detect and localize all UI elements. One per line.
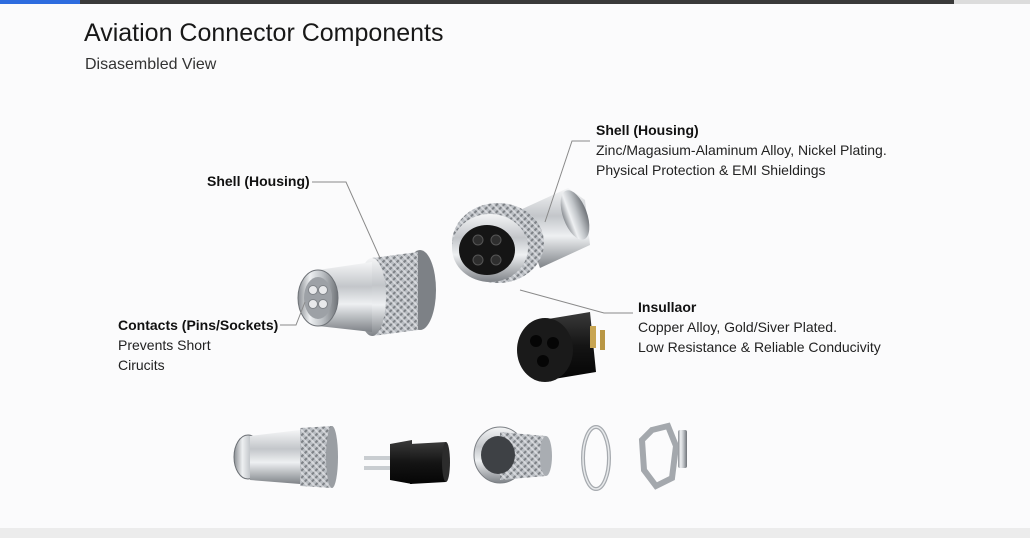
part-insulator-body — [410, 442, 446, 484]
part-insulator-flange — [390, 440, 412, 484]
part-plug-nut-edge — [326, 426, 338, 488]
insulator-face — [517, 318, 573, 382]
part-insulator-pin — [364, 456, 394, 460]
part-plug-body — [250, 430, 300, 484]
parts-row — [233, 422, 687, 491]
part-plug-assembly — [233, 426, 338, 488]
part-insulator-edge — [442, 442, 450, 482]
part-ring-highlight — [582, 426, 610, 490]
leader-insulator — [519, 289, 633, 314]
part-socket-bore — [481, 436, 515, 474]
callout-contacts-line1: Prevents Short — [118, 337, 211, 353]
plug-pin — [318, 299, 328, 309]
page-subtitle: Disasembled View — [85, 56, 217, 73]
part-insulator-pin — [364, 466, 394, 470]
leader-lines — [280, 140, 633, 326]
callout-contacts-heading: Contacts (Pins/Sockets) — [118, 317, 279, 333]
callout-shell-right-heading: Shell (Housing) — [596, 122, 699, 138]
callout-shell-left: Shell (Housing) — [207, 171, 310, 191]
leader-shell-right — [544, 140, 590, 223]
part-insulator-insert — [364, 440, 450, 484]
leader-shell-left — [312, 181, 381, 259]
top-bar-end — [954, 0, 1030, 4]
top-bar-accent — [0, 0, 80, 4]
part-hex-nut-and-pin — [638, 422, 687, 490]
insulator-contact — [590, 326, 596, 348]
callout-insulator-line2: Low Resistance & Reliable Conducivity — [638, 339, 881, 355]
part-plug-nut — [300, 426, 332, 488]
socket-hole — [472, 254, 484, 266]
socket-insulator-face — [459, 225, 515, 275]
callout-shell-right: Shell (Housing) Zinc/Magasium-Alaminum A… — [596, 120, 887, 180]
socket-rear-cap — [560, 190, 590, 240]
plug-connector-left — [297, 250, 436, 336]
insulator-hole — [530, 335, 542, 347]
plug-inner-face — [304, 277, 332, 319]
insulator-hole — [537, 355, 549, 367]
page-title: Aviation Connector Components — [84, 19, 444, 47]
plug-pin — [318, 285, 328, 295]
insulator-contact — [600, 330, 605, 350]
callout-contacts: Contacts (Pins/Sockets) Prevents Short C… — [118, 315, 278, 375]
top-bar — [0, 0, 1030, 4]
callout-insulator: Insullaor Copper Alloy, Gold/Siver Plate… — [638, 297, 881, 357]
part-retaining-ring — [581, 425, 611, 491]
callout-contacts-line2: Cirucits — [118, 357, 165, 373]
insulator-hole — [547, 337, 559, 349]
callout-insulator-line1: Copper Alloy, Gold/Siver Plated. — [638, 319, 837, 335]
plug-pin — [308, 285, 318, 295]
socket-hole — [490, 254, 502, 266]
leader-contacts — [280, 301, 306, 326]
socket-connector-right — [452, 188, 590, 283]
socket-hole — [490, 234, 502, 246]
insulator-insert — [517, 312, 605, 382]
callout-shell-right-line1: Zinc/Magasium-Alaminum Alloy, Nickel Pla… — [596, 142, 887, 158]
part-threaded-socket — [473, 426, 552, 484]
part-pin — [678, 430, 687, 468]
socket-hole — [472, 234, 484, 246]
part-socket-edge — [540, 436, 552, 476]
part-hex-nut — [638, 422, 680, 490]
plug-pin — [308, 299, 318, 309]
bottom-bar — [0, 528, 1030, 538]
callout-shell-right-line2: Physical Protection & EMI Shieldings — [596, 162, 826, 178]
callout-insulator-heading: Insullaor — [638, 299, 697, 315]
callout-shell-left-heading: Shell (Housing) — [207, 173, 310, 189]
